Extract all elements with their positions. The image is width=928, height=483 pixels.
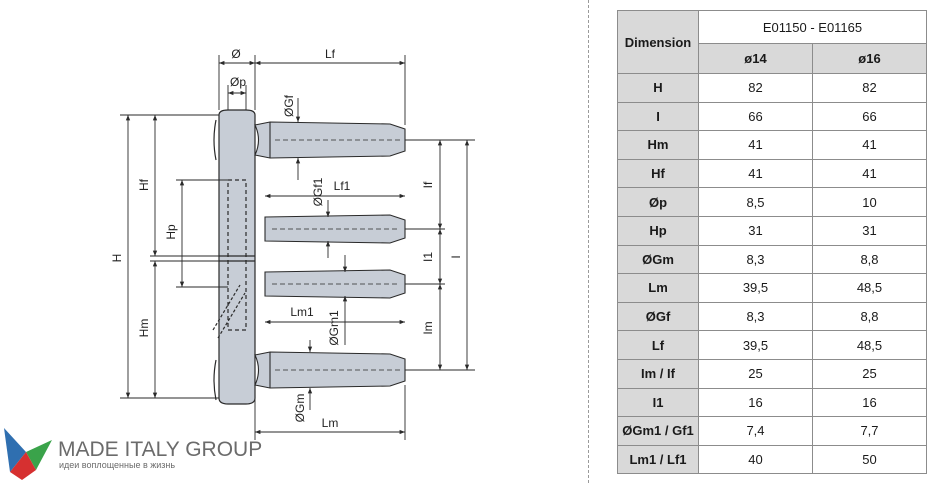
label-dgf1: ØGf1 <box>311 177 325 206</box>
row-value-14: 8,3 <box>698 301 813 332</box>
row-value-16: 66 <box>811 101 928 132</box>
hinge-barrel <box>212 109 256 405</box>
row-value-14: 82 <box>698 73 813 103</box>
row-value-14: 41 <box>698 130 813 160</box>
label-i1: I1 <box>421 252 435 262</box>
row-label: H <box>617 73 699 103</box>
label-hf: Hf <box>137 178 151 191</box>
row-value-14: 40 <box>698 444 813 475</box>
label-dgm: ØGm <box>293 394 307 423</box>
label-lf1: Lf1 <box>334 179 351 193</box>
header-col-16: ø16 <box>811 43 928 74</box>
label-im: Im <box>421 321 435 334</box>
header-col-14: ø14 <box>698 43 813 74</box>
logo-tagline: идеи воплощенные в жизнь <box>59 460 175 470</box>
row-value-16: 48,5 <box>811 273 928 303</box>
row-label: Hm <box>617 130 699 160</box>
row-label: ØGm1 / Gf1 <box>617 416 699 446</box>
logo-name: MADE ITALY GROUP <box>58 438 262 461</box>
pin-upper-middle <box>264 214 406 244</box>
row-value-14: 31 <box>698 215 813 246</box>
row-value-16: 7,7 <box>811 416 928 446</box>
row-label: ØGm <box>617 244 699 275</box>
label-hm: Hm <box>137 319 151 338</box>
row-label: Lm <box>617 273 699 303</box>
row-value-16: 31 <box>811 215 928 246</box>
row-value-14: 39,5 <box>698 273 813 303</box>
row-value-14: 25 <box>698 358 813 389</box>
row-value-14: 41 <box>698 158 813 189</box>
row-value-16: 8,8 <box>811 301 928 332</box>
dimension-labels: Ø Lf Øp ØGf H Hf Hp Hm ØGf1 Lf1 If I1 Im… <box>110 47 463 430</box>
label-dp: Øp <box>230 75 246 89</box>
label-lm: Lm <box>322 416 339 430</box>
row-value-14: 66 <box>698 101 813 132</box>
row-label: Lm1 / Lf1 <box>617 444 699 475</box>
row-value-14: 8,5 <box>698 187 813 217</box>
label-dgf: ØGf <box>282 94 296 117</box>
row-label: I <box>617 101 699 132</box>
pin-top <box>254 121 406 159</box>
hinge-technical-drawing: Ø Lf Øp ØGf H Hf Hp Hm ØGf1 Lf1 If I1 Im… <box>4 47 475 480</box>
row-value-16: 25 <box>811 358 928 389</box>
row-value-16: 82 <box>811 73 928 103</box>
dimension-lines <box>120 55 475 440</box>
row-value-14: 39,5 <box>698 330 813 360</box>
pin-lower-middle <box>264 269 406 299</box>
row-value-16: 8,8 <box>811 244 928 275</box>
pin-bottom <box>254 351 406 389</box>
row-value-14: 16 <box>698 387 813 418</box>
row-label: Im / If <box>617 358 699 389</box>
header-range: E01150 - E01165 <box>698 10 927 44</box>
section-divider <box>588 0 589 483</box>
label-if: If <box>421 181 435 188</box>
label-hp: Hp <box>164 224 178 240</box>
label-lm1: Lm1 <box>290 305 314 319</box>
row-value-16: 10 <box>811 187 928 217</box>
row-value-16: 16 <box>811 387 928 418</box>
row-label: Hp <box>617 215 699 246</box>
label-diameter: Ø <box>231 47 240 61</box>
row-label: I1 <box>617 387 699 418</box>
label-lf: Lf <box>325 47 336 61</box>
row-label: Øp <box>617 187 699 217</box>
row-value-16: 50 <box>811 444 928 475</box>
company-logo: MADE ITALY GROUP идеи воплощенные в жизн… <box>4 428 262 480</box>
row-label: Lf <box>617 330 699 360</box>
row-value-16: 41 <box>811 130 928 160</box>
row-value-16: 41 <box>811 158 928 189</box>
label-h: H <box>110 254 124 263</box>
row-value-16: 48,5 <box>811 330 928 360</box>
header-dimension: Dimension <box>617 10 699 74</box>
label-dgm1: ØGm1 <box>327 310 341 346</box>
row-value-14: 7,4 <box>698 416 813 446</box>
label-i: I <box>449 255 463 258</box>
row-value-14: 8,3 <box>698 244 813 275</box>
row-label: ØGf <box>617 301 699 332</box>
logo-mark-icon <box>4 428 52 480</box>
row-label: Hf <box>617 158 699 189</box>
